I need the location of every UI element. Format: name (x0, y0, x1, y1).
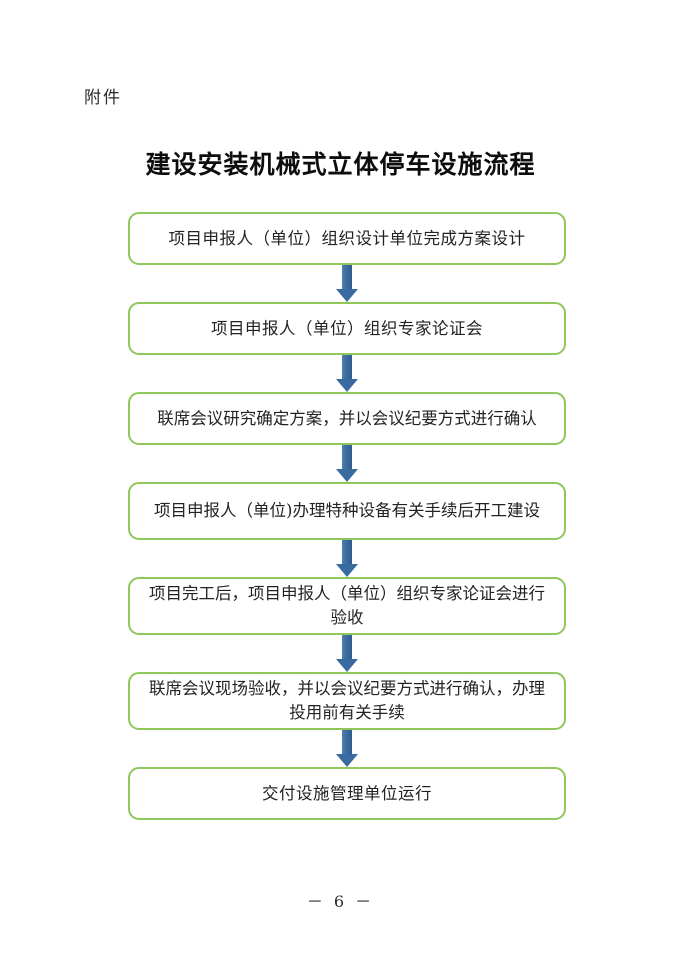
flow-step-3: 联席会议研究确定方案，并以会议纪要方式进行确认 (128, 392, 566, 445)
down-arrow-icon-2 (128, 355, 566, 392)
arrow-head (336, 379, 358, 392)
flow-box-3-label: 联席会议研究确定方案，并以会议纪要方式进行确认 (157, 408, 537, 428)
flow-box-4[interactable]: 项目申报人（单位)办理特种设备有关手续后开工建设 (128, 482, 566, 540)
flowchart: 项目申报人（单位）组织设计单位完成方案设计 项目申报人（单位）组织专家论证会 联… (128, 212, 566, 820)
flow-step-2: 项目申报人（单位）组织专家论证会 (128, 302, 566, 355)
flow-box-7-label: 交付设施管理单位运行 (262, 783, 432, 803)
arrow-head (336, 754, 358, 767)
arrow-head (336, 289, 358, 302)
flow-box-2-label: 项目申报人（单位）组织专家论证会 (211, 318, 483, 338)
flow-box-6[interactable]: 联席会议现场验收，并以会议纪要方式进行确认，办理投用前有关手续 (128, 672, 566, 730)
down-arrow-icon-4 (128, 540, 566, 577)
flow-box-7[interactable]: 交付设施管理单位运行 (128, 767, 566, 820)
arrow-head (336, 659, 358, 672)
page-title: 建设安装机械式立体停车设施流程 (145, 150, 536, 179)
flow-step-7: 交付设施管理单位运行 (128, 767, 566, 820)
arrow-shaft (342, 355, 352, 381)
flow-box-3[interactable]: 联席会议研究确定方案，并以会议纪要方式进行确认 (128, 392, 566, 445)
arrow-shaft (342, 635, 352, 661)
flow-box-4-label: 项目申报人（单位)办理特种设备有关手续后开工建设 (154, 501, 540, 520)
flow-box-1[interactable]: 项目申报人（单位）组织设计单位完成方案设计 (128, 212, 566, 265)
attachment-label: 附件 (84, 88, 122, 108)
flow-box-5[interactable]: 项目完工后，项目申报人（单位）组织专家论证会进行验收 (128, 577, 566, 635)
down-arrow-icon-5 (128, 635, 566, 672)
arrow-shaft (342, 265, 352, 291)
down-arrow-icon-6 (128, 730, 566, 767)
down-arrow-icon-3 (128, 445, 566, 482)
arrow-shaft (342, 730, 352, 756)
flow-step-5: 项目完工后，项目申报人（单位）组织专家论证会进行验收 (128, 577, 566, 635)
arrow-shaft (342, 540, 352, 566)
arrow-head (336, 469, 358, 482)
arrow-shaft (342, 445, 352, 471)
page-number: － 6 － (306, 892, 375, 911)
arrow-head (336, 564, 358, 577)
flow-box-2[interactable]: 项目申报人（单位）组织专家论证会 (128, 302, 566, 355)
flow-step-6: 联席会议现场验收，并以会议纪要方式进行确认，办理投用前有关手续 (128, 672, 566, 730)
down-arrow-icon-1 (128, 265, 566, 302)
flow-step-1: 项目申报人（单位）组织设计单位完成方案设计 (128, 212, 566, 265)
flow-box-6-label: 联席会议现场验收，并以会议纪要方式进行确认，办理投用前有关手续 (149, 679, 545, 722)
flow-box-1-label: 项目申报人（单位）组织设计单位完成方案设计 (168, 228, 526, 248)
flow-box-5-label: 项目完工后，项目申报人（单位）组织专家论证会进行验收 (149, 584, 545, 627)
flow-step-4: 项目申报人（单位)办理特种设备有关手续后开工建设 (128, 482, 566, 540)
